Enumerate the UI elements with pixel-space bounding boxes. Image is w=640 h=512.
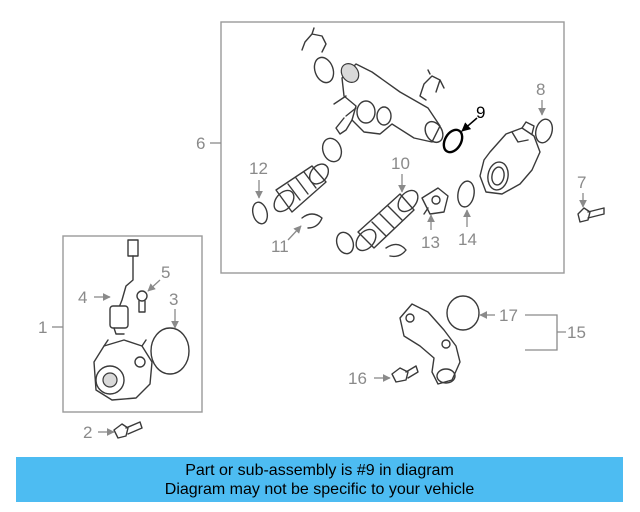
coolant-flange-main — [333, 63, 444, 144]
callout-15: 15 — [567, 323, 586, 342]
group-box-1 — [62, 235, 203, 413]
gasket-part-3[interactable] — [150, 327, 190, 375]
retaining-clip-top — [301, 27, 327, 53]
banner-line-2: Diagram may not be specific to your vehi… — [164, 480, 475, 498]
thermostat-cover-part-15[interactable] — [399, 303, 461, 385]
callout-13: 13 — [421, 233, 440, 252]
info-banner: Part or sub-assembly is #9 in diagram Di… — [16, 457, 623, 502]
callout-16: 16 — [348, 369, 367, 388]
hose-left — [273, 163, 330, 213]
group-box-6 — [220, 21, 565, 274]
leader-5 — [147, 279, 161, 292]
clip-lower — [385, 243, 407, 258]
o-ring-part-17[interactable] — [446, 295, 480, 331]
callout-7: 7 — [577, 173, 586, 192]
water-pump-part-1[interactable] — [93, 339, 153, 401]
callout-12: 12 — [249, 159, 268, 178]
o-ring-part-14[interactable] — [456, 180, 476, 208]
callout-10: 10 — [391, 154, 410, 173]
callout-5: 5 — [161, 263, 170, 282]
callout-6: 6 — [196, 134, 205, 153]
banner-line-1: Part or sub-assembly is #9 in diagram — [185, 461, 454, 479]
hose-part-10[interactable] — [352, 187, 422, 255]
callout-3: 3 — [169, 290, 178, 309]
clip-part-11[interactable] — [301, 213, 323, 229]
leader-11 — [287, 225, 302, 241]
o-ring-lower-left — [335, 231, 355, 255]
callout-9[interactable]: 9 — [476, 103, 485, 122]
callout-17: 17 — [499, 306, 518, 325]
bolt-part-7[interactable] — [577, 207, 605, 223]
sensor-part-13[interactable] — [421, 187, 449, 215]
callout-4: 4 — [78, 288, 87, 307]
o-ring-part-12[interactable] — [250, 201, 269, 226]
o-ring-hose — [321, 137, 343, 163]
bolt-part-2[interactable] — [113, 421, 143, 439]
callout-14: 14 — [458, 230, 477, 249]
leader-9 — [461, 117, 478, 132]
bolt-part-16[interactable] — [391, 365, 419, 383]
callout-2: 2 — [83, 423, 92, 442]
seal-part-8[interactable] — [533, 117, 555, 144]
retaining-clip-right — [419, 69, 445, 101]
leader-17-15 — [525, 314, 566, 351]
o-ring-part-9[interactable] — [440, 127, 466, 156]
o-ring-top — [313, 56, 335, 84]
callout-8: 8 — [536, 80, 545, 99]
wiring-sensor-part-4[interactable] — [109, 239, 139, 335]
elbow-housing — [479, 121, 541, 195]
callout-1: 1 — [38, 318, 47, 337]
bolt-part-5[interactable] — [136, 290, 148, 313]
callout-11: 11 — [271, 237, 289, 256]
